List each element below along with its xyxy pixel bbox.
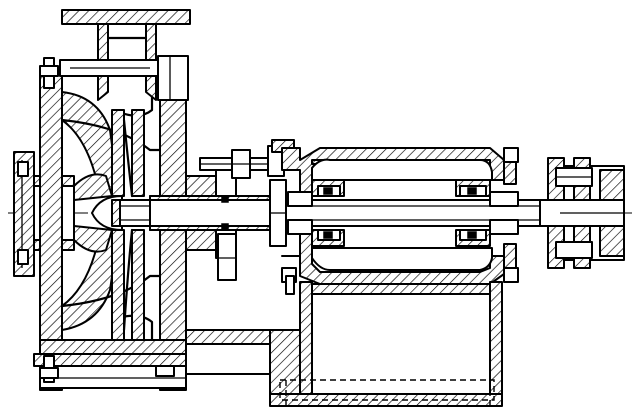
inboard-bearing: [269, 179, 345, 247]
base-support: [185, 329, 503, 407]
outboard-bearing: [455, 159, 519, 269]
shaft-coupling: [539, 157, 625, 269]
stuffing-box: [185, 167, 237, 281]
gland-bolt: [199, 139, 295, 179]
discharge-nozzle: [59, 9, 191, 101]
frame-bolts: [281, 147, 519, 295]
shaft: [119, 195, 541, 231]
